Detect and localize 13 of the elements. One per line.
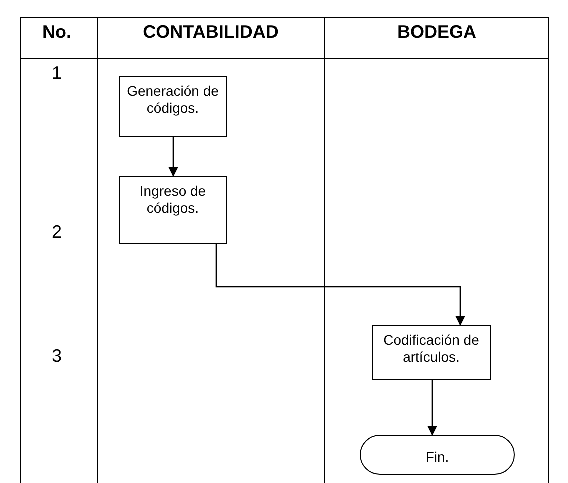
process-box: Ingreso de códigos. xyxy=(119,176,227,244)
arrow xyxy=(428,380,438,436)
process-box: Generación de códigos. xyxy=(119,76,227,137)
process-box: Codificación de artículos. xyxy=(372,325,491,380)
column-header: No. xyxy=(42,22,72,43)
column-header: CONTABILIDAD xyxy=(143,22,279,43)
step-number: 3 xyxy=(52,346,62,367)
step-number: 2 xyxy=(52,222,62,243)
column-header: BODEGA xyxy=(398,22,476,43)
arrow xyxy=(216,244,466,326)
terminator-shape: Fin. xyxy=(360,435,515,475)
step-number: 1 xyxy=(52,63,62,84)
arrow xyxy=(168,137,178,177)
